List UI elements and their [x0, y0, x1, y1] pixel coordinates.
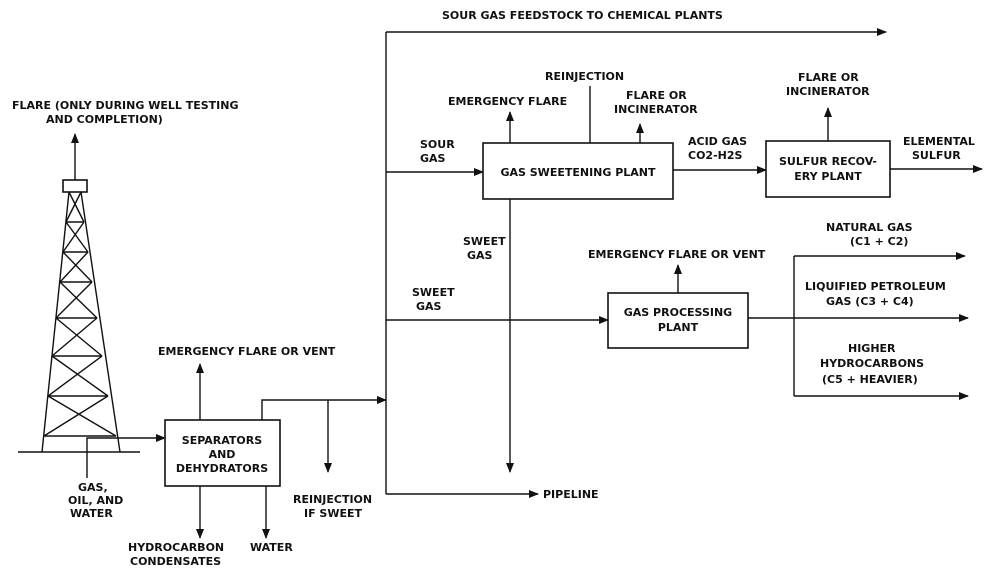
gas-processing-label-2: PLANT — [658, 321, 699, 334]
reinjection-sweet-label-2: IF SWEET — [304, 507, 363, 520]
sour-feedstock-label: SOUR GAS FEEDSTOCK TO CHEMICAL PLANTS — [442, 9, 723, 22]
separators-label-2: AND — [209, 448, 236, 461]
reinjection-sweet-label-1: REINJECTION — [293, 493, 372, 506]
separators-dehydrators-box — [164, 419, 281, 487]
well-to-separators-arrow — [86, 434, 166, 478]
sweet-gas-v-label-1: SWEET — [463, 235, 506, 248]
flare-well-label-2: AND COMPLETION) — [46, 113, 163, 126]
acid-gas-label-1: ACID GAS — [688, 135, 747, 148]
emergency-flare-vent-proc-label: EMERGENCY FLARE OR VENT — [588, 248, 766, 261]
oil-derrick-icon — [18, 133, 140, 453]
sour-gas-label-1: SOUR — [420, 138, 455, 151]
sulfur-recovery-label-1: SULFUR RECOV- — [779, 155, 877, 168]
sulfur-recovery-label-2: ERY PLANT — [794, 170, 862, 183]
emergency-flare-label: EMERGENCY FLARE — [448, 95, 567, 108]
gas-oil-water-label-1: GAS, — [78, 481, 108, 494]
acid-gas-label-2: CO2-H2S — [688, 149, 743, 162]
sweet-gas-h-label-2: GAS — [416, 300, 442, 313]
reinjection-top-label: REINJECTION — [545, 70, 624, 83]
elemental-sulfur-label-2: SULFUR — [912, 149, 961, 162]
gas-oil-water-label-3: WATER — [70, 507, 113, 520]
flare-incin-b-label-2: INCINERATOR — [786, 85, 870, 98]
lpg-label-2: GAS (C3 + C4) — [826, 295, 914, 308]
higher-hydrocarbons-label-1: HIGHER — [848, 342, 896, 355]
higher-hydrocarbons-label-2: HYDROCARBONS — [820, 357, 924, 370]
separators-label-3: DEHYDRATORS — [176, 462, 268, 475]
flare-well-label-1: FLARE (ONLY DURING WELL TESTING — [12, 99, 238, 112]
emergency-flare-vent-sep-label: EMERGENCY FLARE OR VENT — [158, 345, 336, 358]
separator-gas-arrow — [261, 396, 387, 420]
gas-processing-label-1: GAS PROCESSING — [624, 306, 732, 319]
hydrocarbon-label-1: HYDROCARBON — [128, 541, 224, 554]
natural-gas-label-1: NATURAL GAS — [826, 221, 913, 234]
pipeline-label: PIPELINE — [543, 488, 599, 501]
flare-incin-a-label-2: INCINERATOR — [614, 103, 698, 116]
hydrocarbon-label-2: CONDENSATES — [130, 555, 221, 568]
gas-processing-plant-box — [607, 292, 749, 349]
elemental-sulfur-label-1: ELEMENTAL — [903, 135, 975, 148]
flare-incin-a-label-1: FLARE OR — [626, 89, 687, 102]
separators-label-1: SEPARATORS — [182, 434, 262, 447]
sweet-gas-v-label-2: GAS — [467, 249, 493, 262]
sweet-gas-h-label-1: SWEET — [412, 286, 455, 299]
sour-gas-label-2: GAS — [420, 152, 446, 165]
flare-incin-b-label-1: FLARE OR — [798, 71, 859, 84]
water-label: WATER — [250, 541, 293, 554]
gas-sweetening-plant-box — [482, 142, 674, 200]
lpg-label-1: LIQUIFIED PETROLEUM — [805, 280, 946, 293]
higher-hydrocarbons-label-3: (C5 + HEAVIER) — [822, 373, 918, 386]
gas-oil-water-label-2: OIL, AND — [68, 494, 123, 507]
sulfur-recovery-plant-box — [765, 140, 891, 198]
natural-gas-label-2: (C1 + C2) — [850, 235, 908, 248]
gas-sweetening-label: GAS SWEETENING PLANT — [500, 166, 656, 179]
